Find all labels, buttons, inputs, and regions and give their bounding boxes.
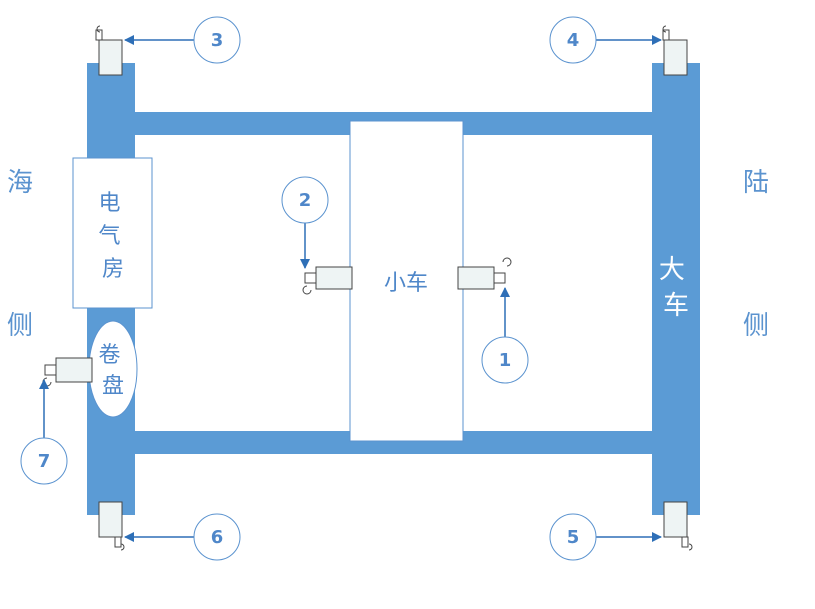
camera-marker-3: 3 [193, 16, 241, 64]
camera-number-7: 7 [38, 451, 51, 472]
camera-number-4: 4 [567, 30, 580, 51]
electrical-room-char-3: 房 [102, 257, 124, 282]
camera-number-6: 6 [211, 527, 224, 548]
bottom-beam [87, 431, 700, 454]
camera-6-icon [98, 501, 125, 551]
electrical-room: 电 气 房 [72, 157, 153, 309]
gantry-char-2: 车 [663, 291, 689, 321]
electrical-room-char-2: 气 [98, 224, 120, 249]
camera-marker-1: 1 [481, 336, 529, 384]
gantry-char-1: 大 [659, 255, 685, 285]
camera-marker-6: 6 [193, 513, 241, 561]
camera-5-icon [663, 501, 693, 551]
reel-char-2: 盘 [102, 374, 124, 399]
reel-label: 卷 盘 [98, 343, 127, 399]
camera-marker-2: 2 [281, 176, 329, 224]
sea-side-bottom-label: 侧 [7, 311, 33, 341]
camera-number-3: 3 [211, 30, 224, 51]
land-side-bottom-label: 侧 [743, 311, 769, 341]
trolley: 小车 [349, 120, 464, 442]
trolley-label: 小车 [384, 271, 428, 296]
gantry-label: 大 车 [659, 255, 693, 321]
cable-reel: 卷 盘 [88, 320, 138, 418]
electrical-room-char-1: 电 [98, 191, 120, 216]
camera-marker-4: 4 [549, 16, 597, 64]
camera-2-icon [302, 266, 353, 295]
camera-number-1: 1 [499, 350, 512, 371]
camera-marker-5: 5 [549, 513, 597, 561]
electrical-room-label: 电 气 房 [98, 191, 127, 282]
camera-3-icon [95, 25, 123, 76]
camera-7-icon [42, 357, 93, 387]
camera-marker-7: 7 [20, 437, 68, 485]
camera-number-2: 2 [299, 190, 312, 211]
camera-4-icon [662, 25, 688, 76]
land-side-top-label: 陆 [743, 168, 769, 198]
arrows [39, 35, 662, 542]
camera-1-icon [457, 257, 512, 290]
reel-char-1: 卷 [98, 343, 120, 368]
camera-number-circles: 3 4 2 1 7 6 5 [20, 16, 597, 561]
camera-number-5: 5 [567, 527, 580, 548]
sea-side-top-label: 海 [7, 168, 33, 198]
